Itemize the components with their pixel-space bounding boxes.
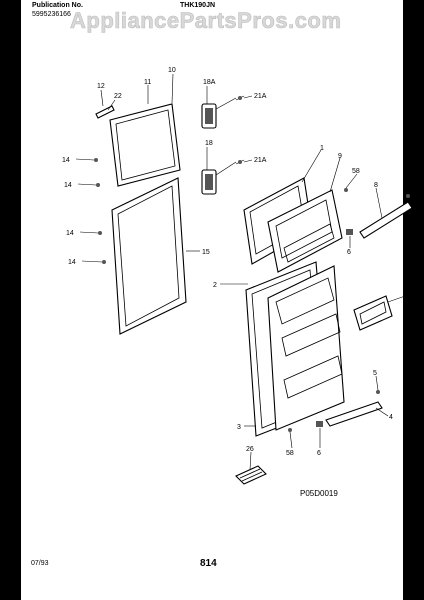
callout-14-d: 14 (68, 259, 76, 266)
callout-21a-top: 21A (254, 93, 267, 100)
revision-date: 07/93 (31, 560, 49, 567)
fresh-food-door-gasket (111, 177, 187, 335)
screws-14 (94, 158, 106, 264)
callout-2: 2 (213, 282, 217, 289)
callout-18a: 18A (203, 79, 216, 86)
callout-58-bot: 58 (286, 450, 294, 457)
callout-9: 9 (338, 153, 342, 160)
callout-11: 11 (144, 79, 151, 86)
callout-1: 1 (320, 145, 324, 152)
callout-21a-mid: 21A (254, 157, 267, 164)
callout-14-b: 14 (64, 182, 72, 189)
freezer-door-liner (267, 189, 343, 273)
callout-18: 18 (205, 140, 213, 147)
callout-22: 22 (114, 93, 122, 100)
page-number: 814 (200, 558, 217, 569)
callout-6-bot: 6 (317, 450, 321, 457)
callout-14-c: 14 (66, 230, 74, 237)
fresh-food-handle (325, 401, 383, 427)
fresh-food-door-liner (267, 265, 345, 431)
watermark: AppliancePartsPros.com (70, 8, 342, 34)
publication-number: 5995236166 (32, 11, 71, 18)
hinge-18a (201, 103, 217, 129)
callout-14-a: 14 (62, 157, 70, 164)
door-bin (353, 295, 393, 331)
figure-id: P05D0019 (300, 489, 338, 498)
callout-6-top: 6 (347, 249, 351, 256)
freezer-door-gasket (109, 103, 181, 187)
toe-plate (235, 465, 267, 485)
hinge-18 (201, 169, 217, 195)
callout-8: 8 (374, 182, 378, 189)
diagram-sheet (21, 0, 403, 600)
callout-4: 4 (389, 414, 393, 421)
callout-3: 3 (237, 424, 241, 431)
leader-lines (75, 73, 409, 471)
handle-piece-22 (95, 105, 115, 119)
callout-15: 15 (202, 249, 210, 256)
freezer-handle (359, 201, 413, 239)
publication-label: Publication No. (32, 2, 83, 9)
callout-10: 10 (168, 67, 176, 74)
callout-12: 12 (97, 83, 105, 90)
callout-5-top: 5 (405, 176, 409, 183)
callout-26: 26 (246, 446, 254, 453)
clips (288, 188, 353, 432)
callout-58-top: 58 (352, 168, 360, 175)
screws-5 (376, 194, 410, 394)
model-number: THK190JN (180, 2, 216, 9)
callout-labels: 12 22 11 10 18A 21A 18 21A 14 14 14 14 1… (62, 67, 413, 457)
callout-5-bot: 5 (373, 370, 377, 377)
callout-7: 7 (409, 293, 413, 300)
screws-21a (235, 95, 245, 165)
